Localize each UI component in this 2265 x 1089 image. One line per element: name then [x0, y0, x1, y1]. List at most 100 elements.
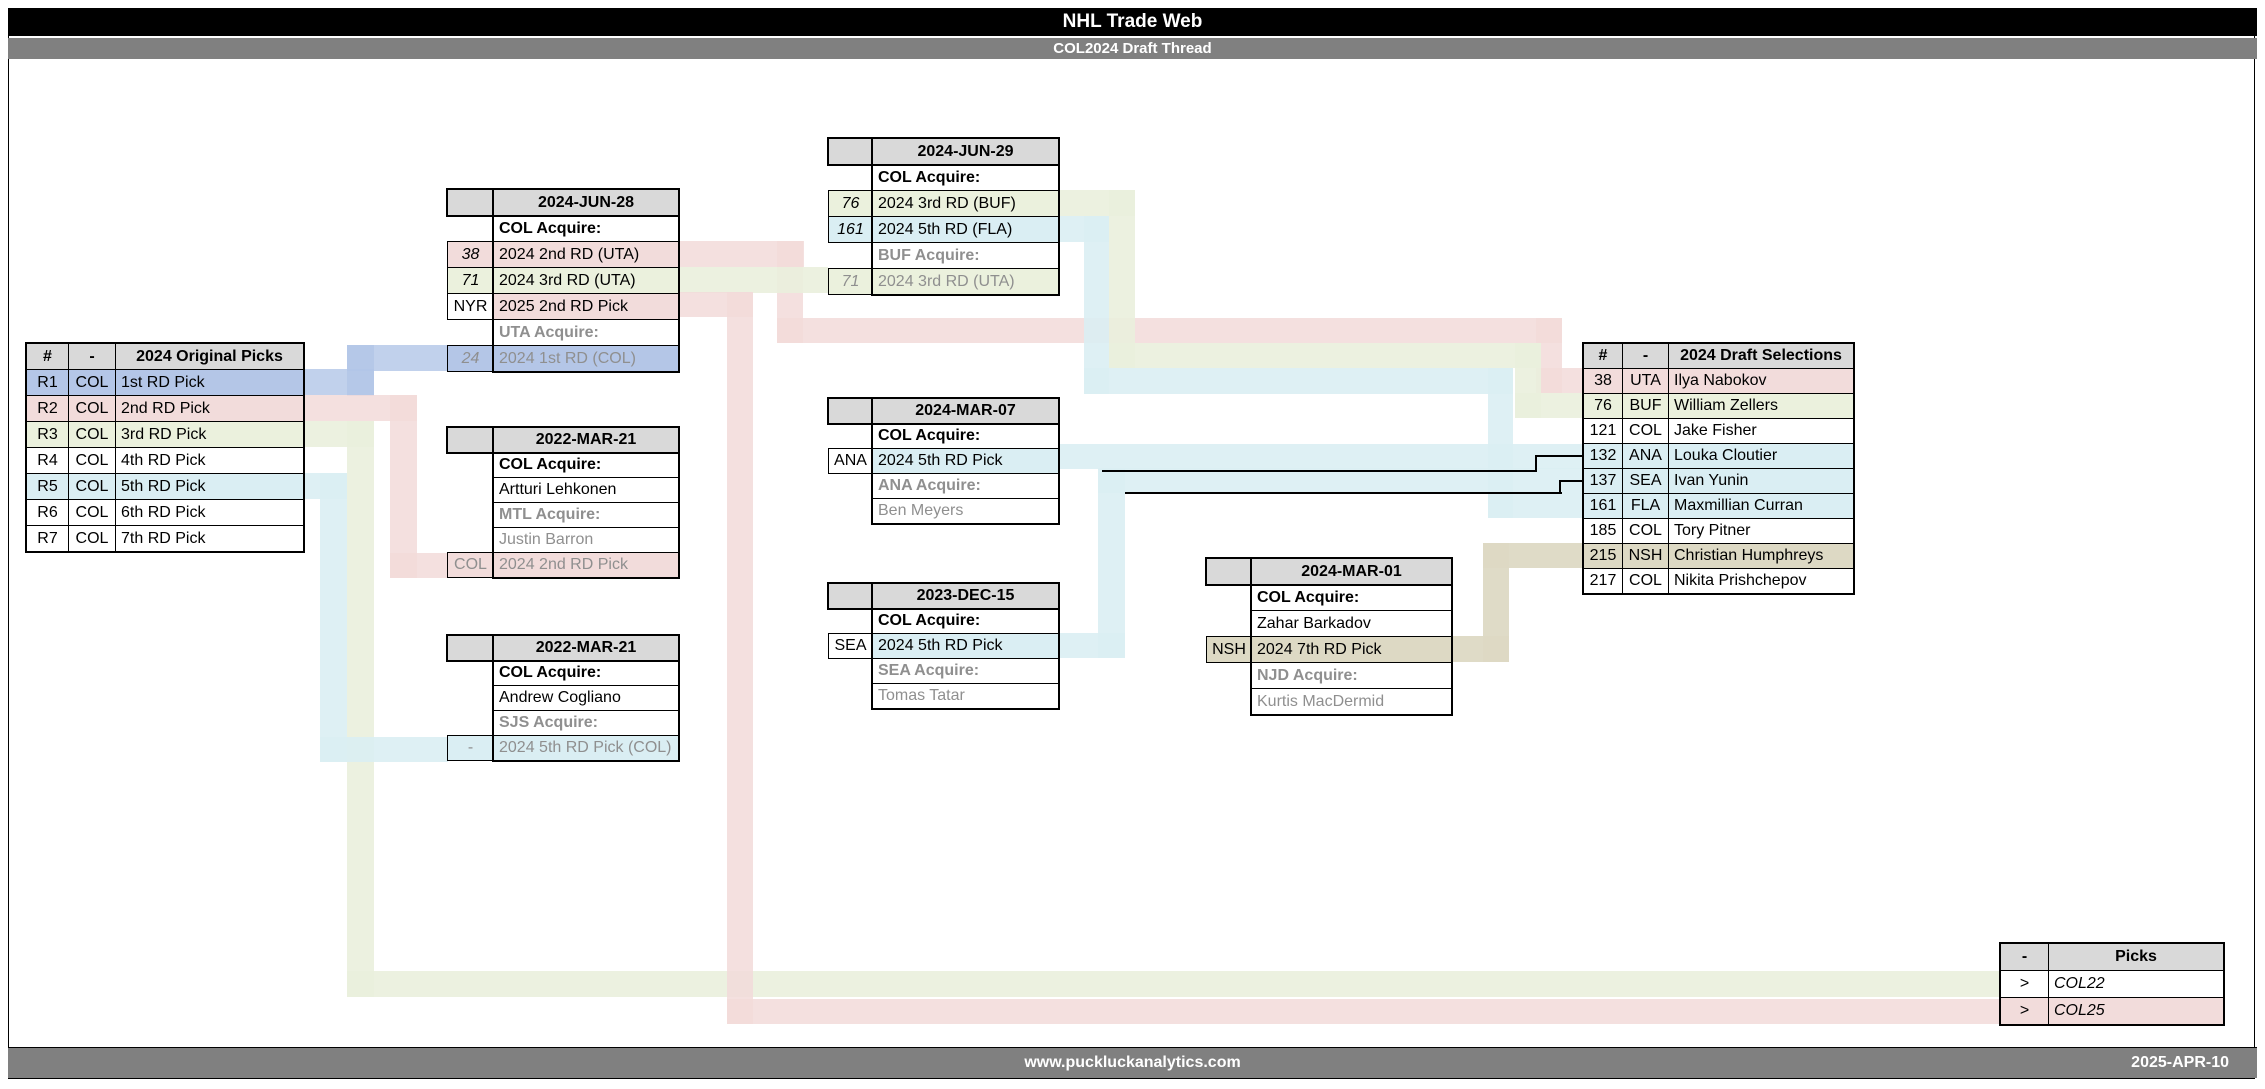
trade-2024-jun-28-tag: NYR	[447, 293, 494, 320]
draft-selections-row-team: COL	[1622, 418, 1669, 444]
trade-flow-ribbon	[347, 971, 2000, 997]
original-picks-row-num: R4	[26, 447, 69, 474]
draft-selections-row-num: 132	[1583, 443, 1623, 469]
trade-2022-mar-21-cogliano-date: 2022-MAR-21	[493, 635, 679, 661]
trade-2022-mar-21-cogliano-text: COL Acquire:	[493, 660, 679, 686]
title-bar: NHL Trade Web	[8, 8, 2257, 36]
trade-2022-mar-21-cogliano-tag: -	[447, 735, 494, 761]
draft-selections-row-team: FLA	[1622, 493, 1669, 519]
trade-2023-dec-15-text: 2024 5th RD Pick	[872, 633, 1059, 659]
subtitle-bar: COL2024 Draft Thread	[8, 38, 2257, 59]
trade-2024-mar-01-header-blank	[1206, 558, 1252, 585]
trade-2024-mar-07-header-blank	[828, 398, 873, 424]
trade-flow-ribbon	[777, 318, 1562, 343]
trade-2022-mar-21-cogliano-header-blank	[447, 635, 494, 661]
draft-selections-row-text: Nikita Prishchepov	[1668, 568, 1854, 594]
draft-selections-row-team: ANA	[1622, 443, 1669, 469]
trade-2024-jun-29-header-blank	[828, 138, 873, 165]
draft-selections-row-text: Ivan Yunin	[1668, 468, 1854, 494]
original-picks-row-text: 5th RD Pick	[115, 473, 304, 500]
trade-flow-ribbon	[1109, 343, 1541, 368]
trade-flow-ribbon	[727, 999, 2000, 1024]
original-picks-row-text: 6th RD Pick	[115, 499, 304, 526]
trade-2022-mar-21-lehkonen-date: 2022-MAR-21	[493, 427, 679, 453]
picks-out-header: Picks	[2048, 943, 2224, 971]
trade-2024-jun-29-tag: 161	[828, 216, 873, 243]
draft-selections-row-text: Christian Humphreys	[1668, 543, 1854, 569]
trade-2024-mar-01-date: 2024-MAR-01	[1251, 558, 1452, 585]
draft-selections-row-num: 185	[1583, 518, 1623, 544]
original-picks-header: #	[26, 343, 69, 370]
footer-bar: www.puckluckanalytics.com 2025-APR-10	[8, 1047, 2257, 1078]
trade-flow-ribbon	[727, 292, 753, 1024]
trade-2024-jun-28-date: 2024-JUN-28	[493, 189, 679, 216]
draft-selections-row-team: NSH	[1622, 543, 1669, 569]
trade-2024-jun-29-text: COL Acquire:	[872, 164, 1059, 191]
trade-2024-jun-28-header-blank	[447, 189, 494, 216]
trade-2024-mar-01-text: 2024 7th RD Pick	[1251, 636, 1452, 663]
trade-2022-mar-21-cogliano-text: Andrew Cogliano	[493, 685, 679, 711]
trade-2022-mar-21-lehkonen-text: Justin Barron	[493, 527, 679, 553]
trade-2024-mar-07-date: 2024-MAR-07	[872, 398, 1059, 424]
original-picks-row-team: COL	[68, 421, 116, 448]
trade-2022-mar-21-lehkonen-text: MTL Acquire:	[493, 502, 679, 528]
footer-site-url: www.puckluckanalytics.com	[1024, 1054, 1241, 1071]
original-picks-row-text: 4th RD Pick	[115, 447, 304, 474]
trade-2024-mar-01-text: COL Acquire:	[1251, 584, 1452, 611]
trade-2024-jun-28-text: UTA Acquire:	[493, 319, 679, 346]
trade-2023-dec-15-text: SEA Acquire:	[872, 658, 1059, 684]
trade-2023-dec-15-tag: SEA	[828, 633, 873, 659]
trade-2022-mar-21-lehkonen-tag: COL	[447, 552, 494, 578]
picks-out-row-text: COL22	[2048, 970, 2224, 998]
draft-selections-row-text: William Zellers	[1668, 393, 1854, 419]
footer-date: 2025-APR-10	[2131, 1054, 2229, 1071]
trade-2022-mar-21-lehkonen-text: 2024 2nd RD Pick	[493, 552, 679, 578]
trade-2024-jun-29-text: BUF Acquire:	[872, 242, 1059, 269]
trade-2024-mar-01-tag: NSH	[1206, 636, 1252, 663]
trade-2023-dec-15-date: 2023-DEC-15	[872, 583, 1059, 609]
trade-2024-mar-07-text: Ben Meyers	[872, 498, 1059, 524]
trade-2022-mar-21-cogliano-text: SJS Acquire:	[493, 710, 679, 736]
trade-2024-jun-29-tag: 71	[828, 268, 873, 295]
draft-selections-row-team: COL	[1622, 518, 1669, 544]
draft-selections-row-num: 38	[1583, 368, 1623, 394]
trade-2024-jun-28-text: 2024 3rd RD (UTA)	[493, 267, 679, 294]
trade-2024-mar-01-text: Zahar Barkadov	[1251, 610, 1452, 637]
trade-flow-ribbon	[1515, 393, 1583, 418]
draft-selections-row-team: BUF	[1622, 393, 1669, 419]
trade-flow-ribbon	[1483, 543, 1583, 568]
picks-out-row-tag: >	[2000, 997, 2049, 1025]
connector-line	[1559, 480, 1583, 482]
trade-flow-ribbon	[1084, 216, 1109, 394]
trade-2024-jun-29-text: 2024 3rd RD (UTA)	[872, 268, 1059, 295]
trade-2024-jun-29-tag: 76	[828, 190, 873, 217]
draft-selections-row-num: 161	[1583, 493, 1623, 519]
original-picks-row-text: 7th RD Pick	[115, 525, 304, 552]
page-title: NHL Trade Web	[1062, 11, 1203, 32]
picks-out-header: -	[2000, 943, 2049, 971]
trade-flow-ribbon	[1058, 444, 1583, 469]
trade-2023-dec-15-header-blank	[828, 583, 873, 609]
draft-selections-row-team: SEA	[1622, 468, 1669, 494]
trade-flow-ribbon	[1109, 190, 1135, 368]
connector-line	[1102, 470, 1536, 472]
draft-selections-row-num: 76	[1583, 393, 1623, 419]
picks-out-row-text: COL25	[2048, 997, 2224, 1025]
draft-selections-row-team: COL	[1622, 568, 1669, 594]
trade-flow-ribbon	[347, 345, 448, 371]
trade-2024-jun-28-text: COL Acquire:	[493, 215, 679, 242]
trade-flow-ribbon	[1084, 368, 1513, 394]
original-picks-row-text: 3rd RD Pick	[115, 421, 304, 448]
trade-flow-ribbon	[1488, 493, 1583, 518]
original-picks-row-num: R1	[26, 369, 69, 396]
trade-2024-jun-28-tag: 71	[447, 267, 494, 294]
original-picks-row-team: COL	[68, 473, 116, 500]
trade-flow-ribbon	[347, 421, 374, 997]
trade-2024-jun-29-date: 2024-JUN-29	[872, 138, 1059, 165]
draft-selections-row-text: Jake Fisher	[1668, 418, 1854, 444]
original-picks-row-team: COL	[68, 369, 116, 396]
draft-selections-row-text: Maxmillian Curran	[1668, 493, 1854, 519]
draft-selections-header: 2024 Draft Selections	[1668, 343, 1854, 369]
draft-selections-row-text: Ilya Nabokov	[1668, 368, 1854, 394]
